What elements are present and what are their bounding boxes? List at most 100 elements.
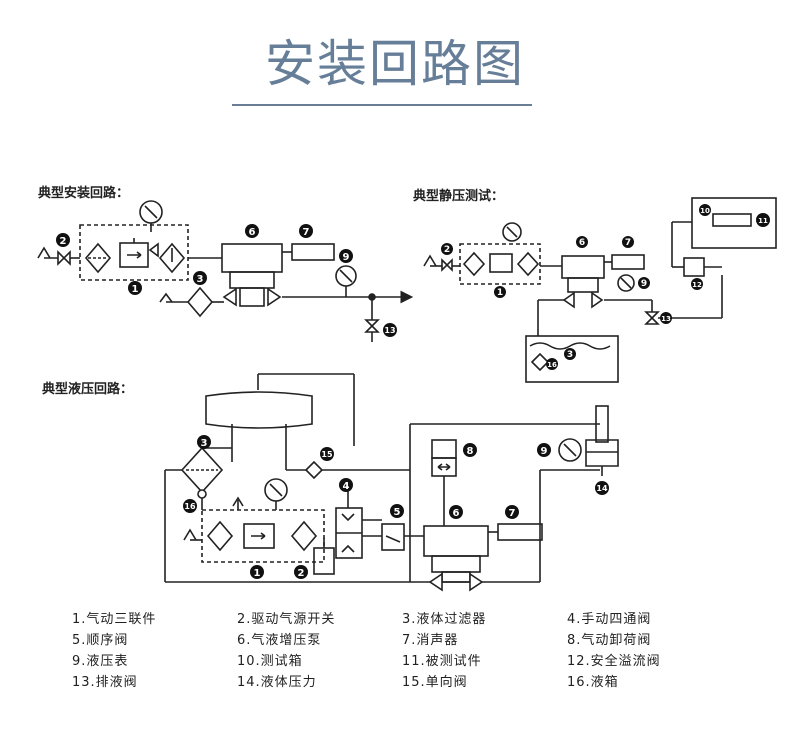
legend: 1.气动三联件 2.驱动气源开关 3.液体过滤器 4.手动四通阀 5.顺序阀 6…: [72, 608, 772, 692]
callout-12: 12: [691, 278, 703, 290]
legend-item: 3.液体过滤器: [402, 612, 487, 627]
svg-text:7: 7: [509, 508, 516, 519]
callout-6c: 6: [449, 505, 463, 519]
callout-8: 8: [463, 443, 477, 457]
svg-text:1: 1: [132, 284, 139, 295]
callout-13: 13: [383, 323, 397, 337]
legend-item: 13.排液阀: [72, 675, 138, 690]
section-label-typical-install: 典型安装回路：: [38, 186, 130, 201]
callout-3b: 3: [564, 348, 576, 360]
callout-11: 11: [756, 213, 770, 227]
callout-9b: 9: [638, 277, 650, 289]
cylinder-14-symbol: [595, 405, 609, 443]
callout-13b: 13: [660, 312, 672, 324]
unloading-valve-8-symbol: [431, 439, 457, 459]
legend-row: 1.气动三联件 2.驱动气源开关 3.液体过滤器 4.手动四通阀: [72, 608, 772, 629]
legend-item: 7.消声器: [402, 633, 459, 648]
callout-10: 10: [699, 204, 711, 216]
valve-2-symbol: [57, 250, 71, 266]
svg-text:1: 1: [254, 568, 261, 579]
diagram-static-pressure-test: [423, 197, 777, 383]
svg-text:6: 6: [453, 508, 460, 519]
tank-16-symbol: [525, 335, 619, 383]
section-label-typical-hydraulic: 典型液压回路：: [42, 382, 134, 397]
callout-15: 15: [320, 447, 334, 461]
svg-text:7: 7: [303, 227, 310, 238]
svg-text:2: 2: [60, 236, 67, 247]
callout-6b: 6: [576, 236, 588, 248]
relief-valve-12-symbol: [683, 257, 705, 277]
callout-2b: 2: [441, 243, 453, 255]
svg-text:9: 9: [541, 446, 548, 457]
pump-6-air-section: [221, 243, 283, 273]
svg-text:15: 15: [321, 450, 333, 459]
drain-valve-13-symbol: [364, 319, 380, 333]
callout-2c: 2: [294, 565, 308, 579]
svg-text:4: 4: [343, 481, 350, 492]
callout-3c: 3: [197, 435, 211, 449]
svg-text:3: 3: [567, 350, 573, 360]
callout-3: 3: [193, 271, 207, 285]
tank-16-top-symbol: [205, 391, 313, 429]
legend-item: 2.驱动气源开关: [237, 612, 336, 627]
liquid-filter-3-symbol: [186, 286, 214, 318]
legend-item: 10.测试箱: [237, 654, 303, 669]
svg-text:14: 14: [596, 484, 608, 493]
callout-16b: 16: [183, 499, 197, 513]
svg-text:11: 11: [758, 217, 768, 225]
svg-text:3: 3: [197, 274, 204, 285]
legend-row: 13.排液阀 14.液体压力 15.单向阀 16.液箱: [72, 671, 772, 692]
lubricator-symbol: [158, 242, 186, 274]
callout-1b: 1: [494, 286, 506, 298]
callout-7b: 7: [622, 236, 634, 248]
legend-item: 5.顺序阀: [72, 633, 129, 648]
svg-text:6: 6: [249, 227, 256, 238]
diagram-typical-install: [37, 200, 414, 342]
callouts: 1 2 3 6 7 9 13 2 1 6 7 9 13 12 10 11 16 …: [56, 204, 770, 579]
circuit-diagrams: 1 2 3 6 7 9 13 2 1 6 7 9 13 12 10 11 16 …: [37, 197, 777, 592]
svg-text:13: 13: [661, 315, 671, 323]
callout-14: 14: [595, 481, 609, 495]
callout-1c: 1: [250, 565, 264, 579]
legend-item: 1.气动三联件: [72, 612, 157, 627]
callout-2: 2: [56, 233, 70, 247]
svg-text:8: 8: [467, 446, 474, 457]
svg-text:6: 6: [579, 238, 585, 248]
section-label-static-pressure-test: 典型静压测试：: [413, 189, 505, 204]
test-box-10-symbol: [691, 197, 777, 249]
legend-item: 16.液箱: [567, 675, 619, 690]
svg-text:12: 12: [692, 281, 702, 289]
callout-6: 6: [245, 224, 259, 238]
svg-text:9: 9: [343, 252, 350, 263]
hyd-pump-6-symbol: [423, 525, 489, 557]
legend-row: 5.顺序阀 6.气液增压泵 7.消声器 8.气动卸荷阀: [72, 629, 772, 650]
callout-16: 16: [546, 358, 558, 370]
svg-text:1: 1: [497, 288, 503, 298]
frl-unit-box: [79, 224, 189, 281]
svg-text:2: 2: [444, 245, 450, 255]
diagram-typical-hydraulic: [164, 373, 619, 592]
air-inlet-symbol: [37, 246, 51, 259]
svg-text:5: 5: [394, 507, 401, 518]
svg-text:7: 7: [625, 238, 631, 248]
legend-item: 6.气液增压泵: [237, 633, 322, 648]
hyd-frl-unit-box: [201, 509, 325, 563]
silencer-7-symbol: [291, 243, 335, 261]
svg-text:16: 16: [184, 502, 196, 511]
legend-row: 9.液压表 10.测试箱 11.被测试件 12.安全溢流阀: [72, 650, 772, 671]
svg-text:3: 3: [201, 438, 208, 449]
callout-7c: 7: [505, 505, 519, 519]
page-title: 安装回路图: [265, 35, 525, 93]
legend-item: 12.安全溢流阀: [567, 654, 661, 669]
svg-text:9: 9: [641, 279, 647, 289]
callout-9c: 9: [537, 443, 551, 457]
svg-text:2: 2: [298, 568, 305, 579]
legend-item: 15.单向阀: [402, 675, 468, 690]
legend-item: 8.气动卸荷阀: [567, 633, 652, 648]
callout-9: 9: [339, 249, 353, 263]
svg-text:13: 13: [384, 326, 395, 335]
legend-item: 4.手动四通阀: [567, 612, 652, 627]
sequence-valve-5-symbol: [381, 523, 405, 551]
title-underline: [232, 104, 532, 106]
svg-text:10: 10: [700, 207, 710, 215]
